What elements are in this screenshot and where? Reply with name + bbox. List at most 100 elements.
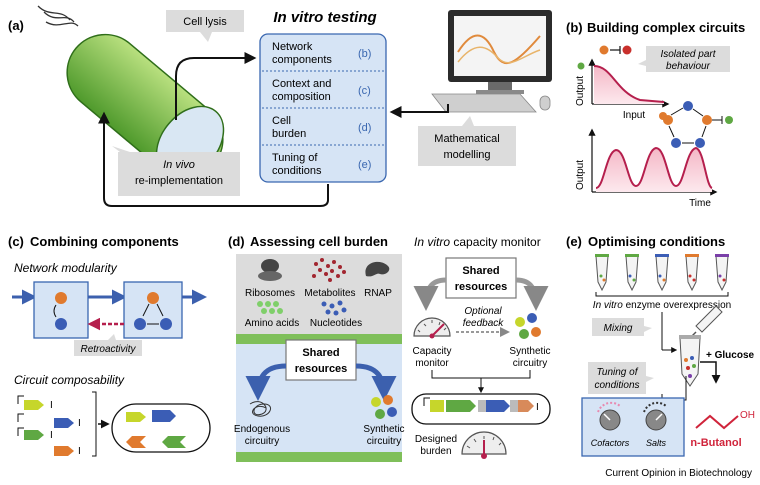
- endogenous-text-2: circuitry: [245, 436, 279, 447]
- list-item-3-ref: (d): [358, 122, 371, 134]
- monitor-right-arrow: [515, 277, 549, 311]
- modelling-callout: Mathematical modelling: [418, 116, 516, 166]
- synthetic-text-1: Synthetic: [363, 424, 404, 435]
- cofactors-text: Cofactors: [591, 438, 630, 448]
- overexp-em: In vitro: [593, 300, 623, 311]
- monitor-synth-1: Synthetic: [509, 346, 550, 357]
- synthetic-arrow: [355, 363, 397, 401]
- list-item-1-ref: (b): [358, 48, 371, 60]
- list-item-1-line1: Network: [272, 41, 313, 53]
- panel-c: (c) Combining components Network modular…: [8, 234, 211, 457]
- tuning-text-1: Tuning of: [597, 367, 639, 378]
- amino-acids-label: Amino acids: [245, 318, 299, 329]
- membrane-bottom: [236, 452, 402, 462]
- amino-acids-icon: [257, 301, 283, 314]
- tuning-text-2: conditions: [594, 380, 639, 391]
- list-item-3-line1: Cell: [272, 115, 291, 127]
- svg-text:I: I: [78, 446, 81, 457]
- shared-resources-box: Shared resources: [285, 339, 357, 381]
- in-vivo-callout: In vivo re-implementation: [112, 146, 240, 196]
- synthetic-icon: [371, 395, 397, 419]
- reimplementation-text: re-implementation: [135, 175, 223, 187]
- in-vitro-title: In vitro testing: [273, 9, 376, 26]
- panel-c-label: (c): [8, 234, 24, 249]
- svg-text:I: I: [50, 400, 53, 411]
- endogenous-arrow: [245, 363, 287, 401]
- reaction-tube: [679, 335, 701, 387]
- butanol-text: n-Butanol: [690, 437, 741, 449]
- monitor-shared-box: Shared resources: [445, 257, 517, 299]
- monitor-title: In vitro capacity monitor: [414, 235, 541, 249]
- monitor-title-rest: capacity monitor: [450, 235, 541, 249]
- modelling-arrow: [389, 104, 449, 118]
- list-item-3-line2: burden: [272, 128, 306, 140]
- endogenous-text-1: Endogenous: [234, 424, 290, 435]
- designed-text-2: burden: [420, 446, 451, 457]
- rnap-icon: [365, 261, 390, 277]
- composability-diagram: I I I I: [17, 391, 211, 457]
- list-item-2-line2: composition: [272, 91, 331, 103]
- modelling-text-1: Mathematical: [434, 133, 499, 145]
- nucleotides-icon: [321, 300, 347, 316]
- panel-e: (e) Optimising conditions In vitro enzym…: [566, 234, 755, 457]
- capacity-text-1: Capacity: [413, 346, 452, 357]
- synthetic-text-2: circuitry: [367, 436, 401, 447]
- mixing-text: Mixing: [604, 323, 633, 334]
- cell-lysis-callout: Cell lysis: [166, 10, 244, 42]
- svg-text:I: I: [50, 430, 53, 441]
- lysis-arrow: [175, 52, 257, 120]
- cell-lysis-text: Cell lysis: [183, 16, 227, 28]
- isolated-text-2: behaviour: [666, 61, 711, 72]
- tubes-row: [595, 254, 729, 292]
- panel-e-label: (e): [566, 234, 582, 249]
- rnap-label: RNAP: [364, 288, 392, 299]
- isolated-part-callout: Isolated part behaviour: [638, 46, 730, 72]
- panel-a: (a) Cell lysis In vitro testing Network …: [8, 5, 552, 207]
- testing-list-box: Network components (b) Context and compo…: [259, 33, 387, 183]
- optional-text-2: feedback: [463, 318, 505, 329]
- monitor-title-em: In vitro: [414, 235, 450, 249]
- panel-a-label: (a): [8, 18, 24, 33]
- red-node: [622, 45, 632, 55]
- panel-b-title: Building complex circuits: [587, 20, 745, 35]
- in-vivo-text: In vivo: [163, 159, 195, 171]
- output-axis-label-2: Output: [575, 160, 586, 190]
- svg-text:I: I: [78, 418, 81, 429]
- mixing-callout: Mixing: [592, 318, 652, 336]
- metabolites-label: Metabolites: [304, 288, 355, 299]
- monitor-shared-1: Shared: [462, 265, 499, 277]
- shared-text-2: resources: [295, 363, 348, 375]
- monitor-synthetic-icon: [515, 313, 541, 339]
- control-box: Cofactors Salts: [581, 397, 685, 457]
- oh-text: OH: [740, 410, 755, 421]
- list-item-2-line1: Context and: [272, 78, 331, 90]
- ribosomes-label: Ribosomes: [245, 288, 295, 299]
- shared-text-1: Shared: [302, 347, 339, 359]
- overexp-rest: enzyme overexpression: [623, 300, 731, 311]
- glucose-text: + Glucose: [706, 350, 755, 361]
- orange-node: [599, 45, 609, 55]
- panel-c-title: Combining components: [30, 234, 179, 249]
- modularity-diagram: Retroactivity: [12, 281, 207, 356]
- optional-text-1: Optional: [464, 306, 502, 317]
- capacity-gauge: [413, 317, 451, 339]
- output-axis-label: Output: [575, 76, 586, 106]
- list-item-1-line2: components: [272, 54, 332, 66]
- monitor-left-arrow: [413, 277, 447, 311]
- membrane-top: [236, 334, 402, 344]
- panel-d: (d) Assessing cell burden Ribosomes Meta…: [228, 234, 551, 462]
- list-item-4-ref: (e): [358, 159, 371, 171]
- panel-d-title: Assessing cell burden: [250, 234, 388, 249]
- salts-text: Salts: [646, 438, 667, 448]
- list-item-4-line2: conditions: [272, 165, 322, 177]
- input-axis-label: Input: [623, 110, 645, 121]
- capacity-text-2: monitor: [415, 358, 449, 369]
- list-item-2-ref: (c): [358, 85, 371, 97]
- oscillator-network: [663, 101, 733, 148]
- reimplementation-arrow: [98, 111, 329, 207]
- circuit-composability-label: Circuit composability: [14, 373, 125, 387]
- panel-b-label: (b): [566, 20, 583, 35]
- monitor-shared-2: resources: [455, 281, 508, 293]
- butanol-structure: OH n-Butanol: [690, 410, 755, 449]
- svg-text:I: I: [536, 402, 539, 413]
